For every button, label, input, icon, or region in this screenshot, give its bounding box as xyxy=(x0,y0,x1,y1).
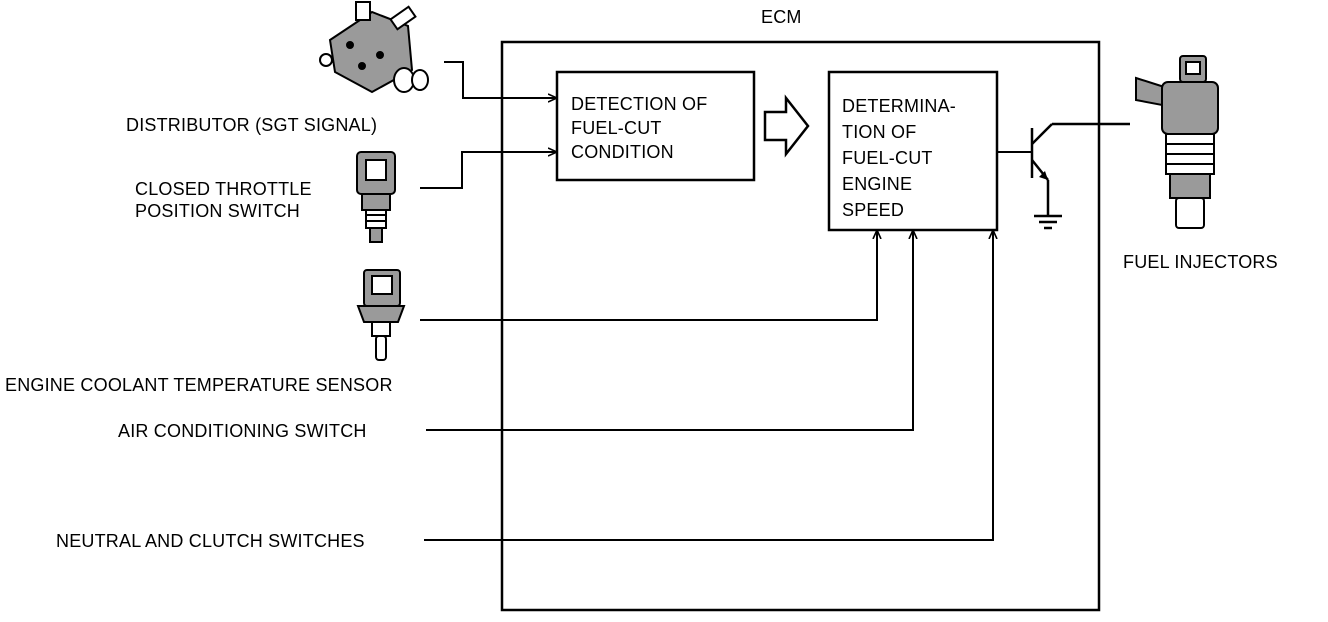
throttle-switch-label: CLOSED THROTTLE POSITION SWITCH xyxy=(135,179,312,221)
aircon-signal-line xyxy=(426,230,913,431)
detection-block-label: DETECTION OF FUEL-CUT CONDITION xyxy=(571,94,708,162)
distributor-label: DISTRIBUTOR (SGT SIGNAL) xyxy=(126,115,378,135)
coolant-sensor-icon xyxy=(356,269,406,361)
distributor-icon xyxy=(319,1,429,94)
fuel-injectors-label: FUEL INJECTORS xyxy=(1123,252,1278,272)
aircon-switch-label: AIR CONDITIONING SWITCH xyxy=(118,421,367,441)
process-arrow xyxy=(763,94,810,158)
detection-block xyxy=(555,70,756,182)
coolant-sensor-label: ENGINE COOLANT TEMPERATURE SENSOR xyxy=(5,375,393,395)
transistor-icon xyxy=(1030,122,1130,216)
ground-icon xyxy=(1034,214,1062,230)
emitter-arrow-icon xyxy=(1039,171,1048,180)
neutral-signal-line xyxy=(424,230,993,541)
neutral-clutch-label: NEUTRAL AND CLUTCH SWITCHES xyxy=(56,531,365,551)
throttle-signal-line xyxy=(420,152,557,189)
distributor-signal-line xyxy=(444,61,557,98)
fuel-injector-icon xyxy=(1135,55,1219,229)
determination-block-label: DETERMINA- TION OF FUEL-CUT ENGINE SPEED xyxy=(842,96,956,220)
ecm-box xyxy=(500,40,1101,612)
coolant-signal-line xyxy=(420,230,877,321)
ecm-title: ECM xyxy=(761,7,802,27)
throttle-switch-icon xyxy=(356,151,396,243)
